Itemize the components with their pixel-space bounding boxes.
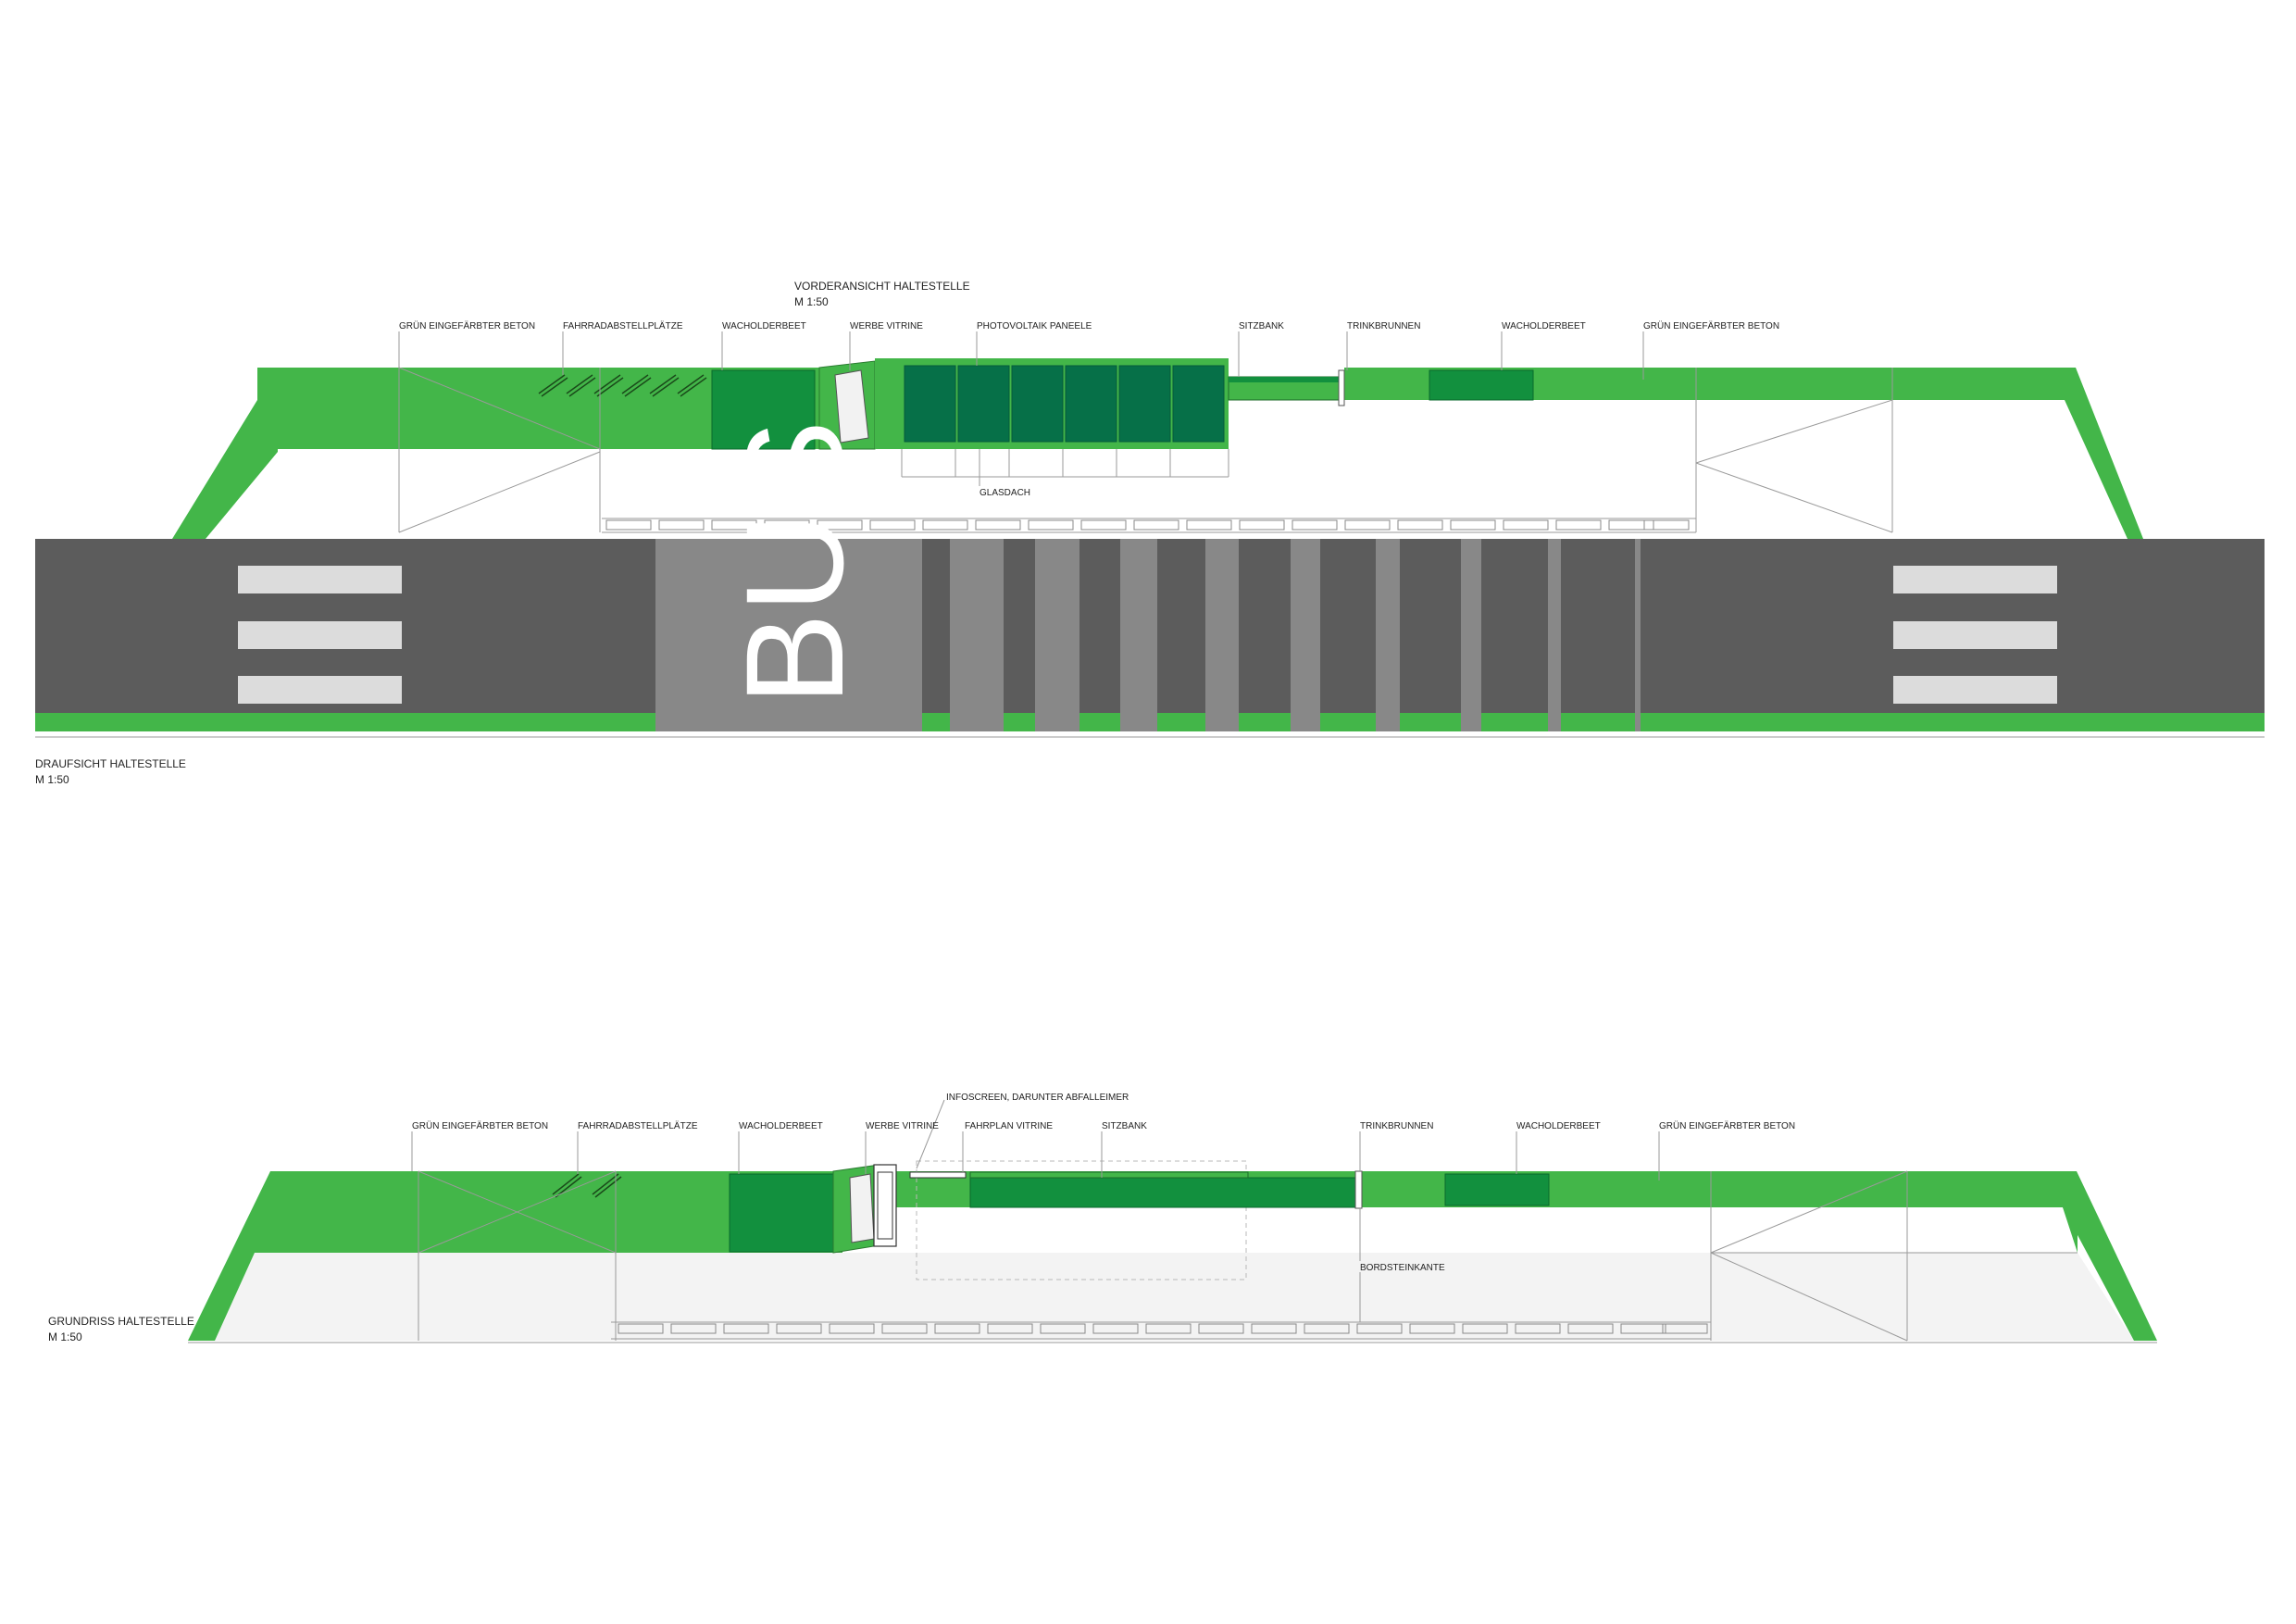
plan-label-curb: BORDSTEINKANTE (1360, 1263, 1445, 1273)
plan-label-timetable-vitrine: FAHRPLAN VITRINE (965, 1121, 1053, 1131)
plan-label-ad-vitrine: WERBE VITRINE (866, 1121, 939, 1131)
plan-label-juniper-bed-left: WACHOLDERBEET (739, 1121, 823, 1131)
label-bench: SITZBANK (1239, 321, 1284, 331)
plan-bench-strip (969, 1171, 1249, 1179)
juniper-bed-left (711, 369, 816, 450)
label-pv-panels: PHOTOVOLTAIK PANEELE (977, 321, 1092, 331)
bike-racks (538, 374, 707, 397)
plan-infoscreen-inner (877, 1171, 893, 1240)
front-construction-lines (398, 367, 1893, 533)
front-leaders (398, 331, 1644, 380)
label-bike-parking: FAHRRADABSTELLPLÄTZE (563, 320, 683, 331)
plan-right-wall-inner (2063, 1207, 2078, 1253)
label-juniper-bed-right: WACHOLDERBEET (1502, 321, 1586, 331)
plan-bench-row (618, 1323, 1708, 1334)
left-support (172, 368, 278, 539)
pv-panel (957, 365, 1010, 443)
front-view-title: VORDERANSICHT HALTESTELLE (794, 280, 970, 293)
plan-construction-lines (188, 1170, 2157, 1343)
front-view-scale: M 1:50 (794, 295, 829, 308)
ad-vitrine-glass (834, 369, 869, 443)
bus-text: BUS (717, 420, 872, 706)
plan-label-infoscreen: INFOSCREEN, DARUNTER ABFALLEIMER (946, 1093, 1129, 1103)
plan-title: GRUNDRISS HALTESTELLE (48, 1315, 194, 1328)
plan-leaders (411, 1099, 1660, 1322)
front-view: VORDERANSICHT HALTESTELLE M 1:50 (172, 280, 2143, 539)
plan-juniper-bed-right (1444, 1173, 1550, 1206)
plan-label-fountain: TRINKBRUNNEN (1360, 1121, 1433, 1131)
label-ad-vitrine: WERBE VITRINE (850, 321, 923, 331)
plan-label-bike-parking: FAHRRADABSTELLPLÄTZE (578, 1120, 698, 1131)
pv-panel (1172, 365, 1225, 443)
plan-bike-racks (552, 1173, 622, 1198)
right-support (2065, 368, 2143, 539)
label-glass-roof: GLASDACH (980, 488, 1030, 498)
top-view-title: DRAUFSICHT HALTESTELLE (35, 757, 186, 770)
plan-label-green-concrete-left: GRÜN EINGEFÄRBTER BETON (412, 1120, 548, 1131)
pv-panel (1011, 365, 1064, 443)
plan-timetable-vitrine (909, 1171, 967, 1179)
pv-panel (1065, 365, 1117, 443)
plan-label-green-concrete-right: GRÜN EINGEFÄRBTER BETON (1659, 1120, 1795, 1131)
label-juniper-bed-left: WACHOLDERBEET (722, 321, 806, 331)
pv-panels (904, 365, 1225, 443)
plan-scale: M 1:50 (48, 1330, 82, 1343)
plan-juniper-bed-left (729, 1173, 834, 1253)
floor-surface (196, 1253, 2134, 1341)
label-fountain: TRINKBRUNNEN (1347, 321, 1420, 331)
roof-band (257, 368, 819, 449)
pv-panel (904, 365, 956, 443)
bench-seat (1229, 377, 1340, 382)
label-green-concrete-right: GRÜN EINGEFÄRBTER BETON (1643, 320, 1779, 331)
label-green-concrete-left: GRÜN EINGEFÄRBTER BETON (399, 320, 535, 331)
top-view-scale: M 1:50 (35, 773, 69, 786)
top-view: BUS DRAUFSICHT HALTESTELLE M 1:50 (35, 420, 2265, 786)
bus-lane (655, 539, 922, 731)
stripes (950, 539, 1641, 731)
plan-left-wall (188, 1171, 842, 1341)
pv-panel (1118, 365, 1171, 443)
plan-canopy-outline (916, 1160, 1247, 1280)
fountain (1338, 369, 1345, 406)
lane-markings-right (1893, 566, 2057, 704)
plan-bench (969, 1177, 1356, 1208)
juniper-bed-right (1429, 369, 1534, 401)
left-support-upper (257, 368, 278, 452)
floor-plan: GRÜN EINGEFÄRBTER BETON FAHRRADABSTELLPL… (48, 1093, 2157, 1343)
plan-label-juniper-bed-right: WACHOLDERBEET (1516, 1121, 1601, 1131)
plan-label-bench: SITZBANK (1102, 1121, 1147, 1131)
plan-ad-vitrine-glass (849, 1173, 875, 1243)
lane-markings-left (238, 566, 402, 704)
bench-row (605, 519, 1690, 531)
plan-fountain (1354, 1170, 1363, 1209)
plan-right-wall (2063, 1171, 2157, 1341)
